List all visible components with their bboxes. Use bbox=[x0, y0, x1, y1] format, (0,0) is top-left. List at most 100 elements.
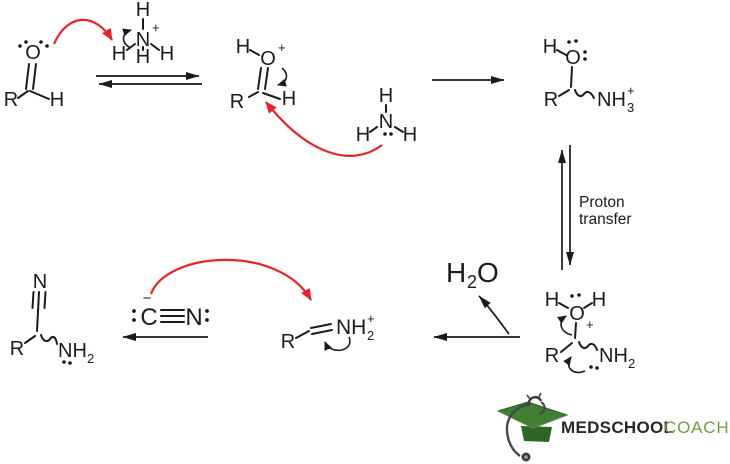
squiggle-bond bbox=[574, 89, 595, 99]
c-o-double-bond bbox=[25, 63, 30, 90]
n-lone-pair-to-c-curl-arrow bbox=[563, 356, 586, 374]
triple-bond-line bbox=[31, 291, 35, 309]
aminol-ammonium-structure: H O R NH 3 + bbox=[543, 36, 635, 115]
r-label: R bbox=[10, 338, 24, 360]
squiggle-bond bbox=[40, 334, 58, 345]
graduation-cap-stethoscope-icon bbox=[496, 392, 569, 462]
oh-h-label: H bbox=[236, 36, 250, 58]
pi-bond-to-o-curl-arrow bbox=[277, 67, 288, 87]
ammonia-h-left-label: H bbox=[356, 124, 370, 146]
lone-pair-dot bbox=[39, 40, 43, 44]
co-bond-to-o-curl-arrow bbox=[557, 315, 573, 336]
o-h-bond bbox=[583, 302, 593, 309]
proton-transfer-label-line1: Proton bbox=[579, 194, 625, 211]
lone-pair-dot bbox=[583, 57, 587, 61]
nh2-label: NH bbox=[336, 316, 366, 339]
lone-pair-dot bbox=[583, 50, 587, 54]
nitrile-n-label: N bbox=[33, 271, 47, 293]
squiggle-bond bbox=[578, 341, 598, 351]
nitrile-c-bond bbox=[36, 291, 40, 332]
logo-coach-text: COACH bbox=[664, 418, 729, 437]
aminonitrile-product-structure: N R NH 2 bbox=[10, 271, 94, 366]
o-h-bond bbox=[556, 49, 567, 56]
n-h-bond bbox=[150, 43, 160, 51]
stethoscope-earpiece bbox=[527, 395, 543, 407]
proton-transfer-equilibrium: Proton transfer bbox=[558, 145, 632, 270]
o-h-bond bbox=[249, 49, 260, 56]
stethoscope-ear-tips bbox=[526, 392, 542, 400]
c-r-bond bbox=[295, 330, 310, 339]
logo-medschool-text: MEDSCHOOL bbox=[561, 418, 674, 437]
red-curved-arrow-o-to-ammonium bbox=[52, 18, 113, 45]
ammonium-h-top-label: H bbox=[136, 0, 150, 21]
c-r-bond bbox=[248, 91, 259, 98]
iminium-structure: R NH 2 + bbox=[281, 311, 375, 353]
water-h-label: H bbox=[446, 257, 466, 288]
nh2-label: NH bbox=[58, 340, 87, 362]
water-loss-curved-arrow bbox=[478, 295, 510, 335]
ammonium-h-left-label: H bbox=[112, 43, 126, 65]
medschoolcoach-logo: MEDSCHOOL COACH bbox=[496, 392, 729, 462]
ammonium-plus-charge: + bbox=[152, 20, 160, 35]
nh2-label: NH bbox=[599, 345, 628, 367]
stethoscope-chestpiece-center bbox=[524, 455, 528, 459]
c-n-double-bond bbox=[310, 323, 332, 329]
ammonium-n-label: N bbox=[136, 29, 150, 51]
lone-pair-dot bbox=[205, 309, 209, 313]
lone-pair-dot bbox=[205, 318, 209, 322]
aldehyde-h-label: H bbox=[50, 89, 64, 111]
lone-pair-dot bbox=[389, 132, 393, 136]
ammonia-structure: H N H H bbox=[356, 85, 417, 146]
r-label: R bbox=[544, 89, 558, 111]
c-r-bond bbox=[558, 89, 570, 97]
nh3-subscript: 3 bbox=[627, 100, 634, 115]
ch-h-label: H bbox=[282, 88, 296, 110]
lone-pair-dot bbox=[574, 39, 578, 43]
nh2-subscript: 2 bbox=[87, 351, 94, 366]
ammonia-h-top-label: H bbox=[379, 85, 393, 107]
o-h-bond bbox=[558, 302, 569, 309]
lone-pair-dot bbox=[383, 132, 387, 136]
c-o-double-bond bbox=[32, 63, 37, 90]
nh3-plus-charge: + bbox=[627, 83, 635, 98]
protonated-carbonyl-structure: H O + R H bbox=[230, 36, 296, 113]
oxygen-plus-charge: + bbox=[278, 40, 286, 55]
nh3-label: NH bbox=[597, 89, 626, 111]
lone-pair-dot bbox=[18, 44, 22, 48]
cap-base bbox=[521, 426, 552, 442]
c-o-double-bond bbox=[264, 67, 269, 90]
lone-pair-dot bbox=[68, 361, 72, 365]
r-label: R bbox=[230, 91, 244, 113]
cyanide-minus-charge: − bbox=[143, 290, 152, 307]
ammonium-h-right-label: H bbox=[160, 43, 174, 65]
aldehyde-oxygen-label: O bbox=[25, 42, 41, 64]
cyanide-structure: − C N bbox=[132, 290, 209, 331]
red-curved-arrow-cyanide-to-carbon bbox=[149, 258, 312, 301]
oxygen-label: O bbox=[565, 47, 581, 69]
nh2-subscript: 2 bbox=[628, 356, 635, 371]
triple-bond-line bbox=[43, 291, 47, 309]
ammonia-h-right-label: H bbox=[403, 124, 417, 146]
ammonium-h-bottom-label: H bbox=[136, 46, 150, 68]
n-h-bond bbox=[369, 126, 378, 133]
n-h-bond bbox=[394, 126, 404, 133]
c-o-double-bond bbox=[257, 67, 262, 90]
ammonium-structure: H N + H H H bbox=[112, 0, 174, 68]
c-h-bond bbox=[262, 92, 281, 100]
equilibrium-arrows-horizontal bbox=[96, 72, 202, 88]
water-byproduct: H 2 O bbox=[446, 257, 499, 292]
c-r-bond bbox=[17, 90, 29, 99]
c-r-bond bbox=[560, 342, 573, 353]
c-o-bond bbox=[574, 322, 577, 339]
oxygen-label: O bbox=[569, 303, 585, 325]
lone-pair-dot bbox=[24, 40, 28, 44]
oxygen-plus-charge: + bbox=[586, 317, 594, 332]
lone-pair-dot bbox=[132, 309, 136, 313]
cyanide-n-label: N bbox=[185, 304, 202, 331]
c-n-double-bond bbox=[311, 329, 333, 335]
c-r-bond bbox=[24, 335, 36, 344]
red-curved-arrow-ammonia-to-carbon bbox=[265, 101, 383, 157]
lone-pair-dot bbox=[577, 293, 581, 297]
